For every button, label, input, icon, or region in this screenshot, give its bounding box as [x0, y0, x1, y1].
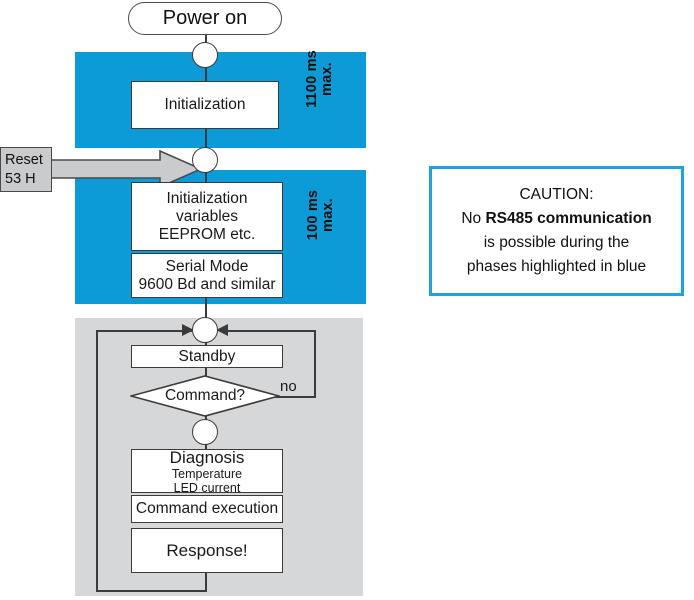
node-diagnosis-line1: Diagnosis: [169, 447, 245, 467]
node-standby-label: Standby: [178, 347, 236, 365]
connector-dot-1: [192, 42, 218, 68]
connector-dot-3: [192, 317, 218, 343]
caution-line2-prefix: No: [461, 210, 486, 227]
node-diagnosis-line2: Temperature: [171, 466, 243, 481]
edge-serial-mode-to-node3: [205, 297, 207, 323]
node-diagnosis-line3: LED current: [173, 480, 241, 495]
reset-callout: Reset 53 H: [0, 147, 52, 192]
node-command-decision-label: Command?: [164, 387, 246, 404]
reset-callout-line1: Reset: [5, 151, 43, 168]
reset-block-arrow-icon: [50, 150, 202, 188]
edge-initialization-to-node2: [205, 128, 207, 150]
edge-node2-to-init-variables: [205, 173, 207, 183]
arrowhead-response-loop-icon: [182, 324, 194, 336]
node-init-variables[interactable]: Initialization variables EEPROM etc.: [131, 182, 283, 251]
edge-no-branch-vertical: [314, 330, 316, 398]
edge-label-no: no: [280, 378, 297, 395]
node-power-on[interactable]: Power on: [128, 2, 282, 35]
node-serial-mode-line1: Serial Mode: [165, 257, 249, 275]
connector-dot-4: [192, 419, 218, 445]
node-command-execution[interactable]: Command execution: [131, 495, 283, 523]
caution-line3: is possible during the: [483, 234, 630, 251]
edge-no-branch-return: [222, 330, 315, 332]
duration-label-100ms: 100 ms max.: [305, 175, 340, 255]
edge-response-loop-return: [96, 330, 192, 332]
node-serial-mode[interactable]: Serial Mode 9600 Bd and similar: [131, 253, 283, 298]
caution-line4: phases highlighted in blue: [466, 258, 647, 275]
node-standby[interactable]: Standby: [131, 345, 283, 368]
caution-line2: No RS485 communication: [461, 207, 651, 231]
node-power-on-label: Power on: [162, 7, 248, 29]
edge-node4-to-diagnosis: [205, 444, 207, 450]
caution-line2-bold: RS485 communication: [485, 210, 652, 227]
decision-diamond-icon: [130, 375, 280, 417]
duration-label-1100ms: 1100 ms max.: [304, 39, 339, 119]
node-serial-mode-line2: 9600 Bd and similar: [138, 275, 276, 293]
duration-label-100ms-line1: 100 ms: [305, 189, 321, 241]
caution-box: CAUTION: No RS485 communication is possi…: [429, 166, 684, 296]
edge-response-loop-up: [96, 330, 98, 591]
connector-dot-2: [192, 147, 218, 173]
reset-callout-line2: 53 H: [5, 170, 36, 187]
node-response-label: Response!: [166, 540, 248, 560]
arrowhead-no-branch-icon: [216, 324, 228, 336]
edge-no-branch-horizontal: [275, 396, 316, 398]
node-init-variables-line3: EEPROM etc.: [158, 225, 256, 243]
duration-label-100ms-line2: max.: [320, 198, 336, 232]
edge-response-loop-down: [205, 572, 207, 592]
edge-response-loop-left: [96, 590, 207, 592]
node-init-variables-line2: variables: [175, 207, 239, 225]
node-initialization[interactable]: Initialization: [131, 81, 279, 129]
edge-node1-to-initialization: [205, 68, 207, 82]
node-init-variables-line1: Initialization: [166, 189, 248, 207]
caution-heading: CAUTION:: [519, 186, 594, 203]
node-response[interactable]: Response!: [131, 528, 283, 573]
duration-label-1100ms-line1: 1100 ms: [304, 50, 320, 108]
edge-standby-to-decision: [205, 367, 207, 376]
duration-label-1100ms-line2: max.: [319, 62, 335, 96]
node-initialization-label: Initialization: [164, 96, 246, 113]
node-command-execution-label: Command execution: [135, 500, 279, 517]
node-command-decision[interactable]: Command?: [130, 375, 280, 417]
node-diagnosis[interactable]: Diagnosis Temperature LED current: [131, 447, 283, 495]
